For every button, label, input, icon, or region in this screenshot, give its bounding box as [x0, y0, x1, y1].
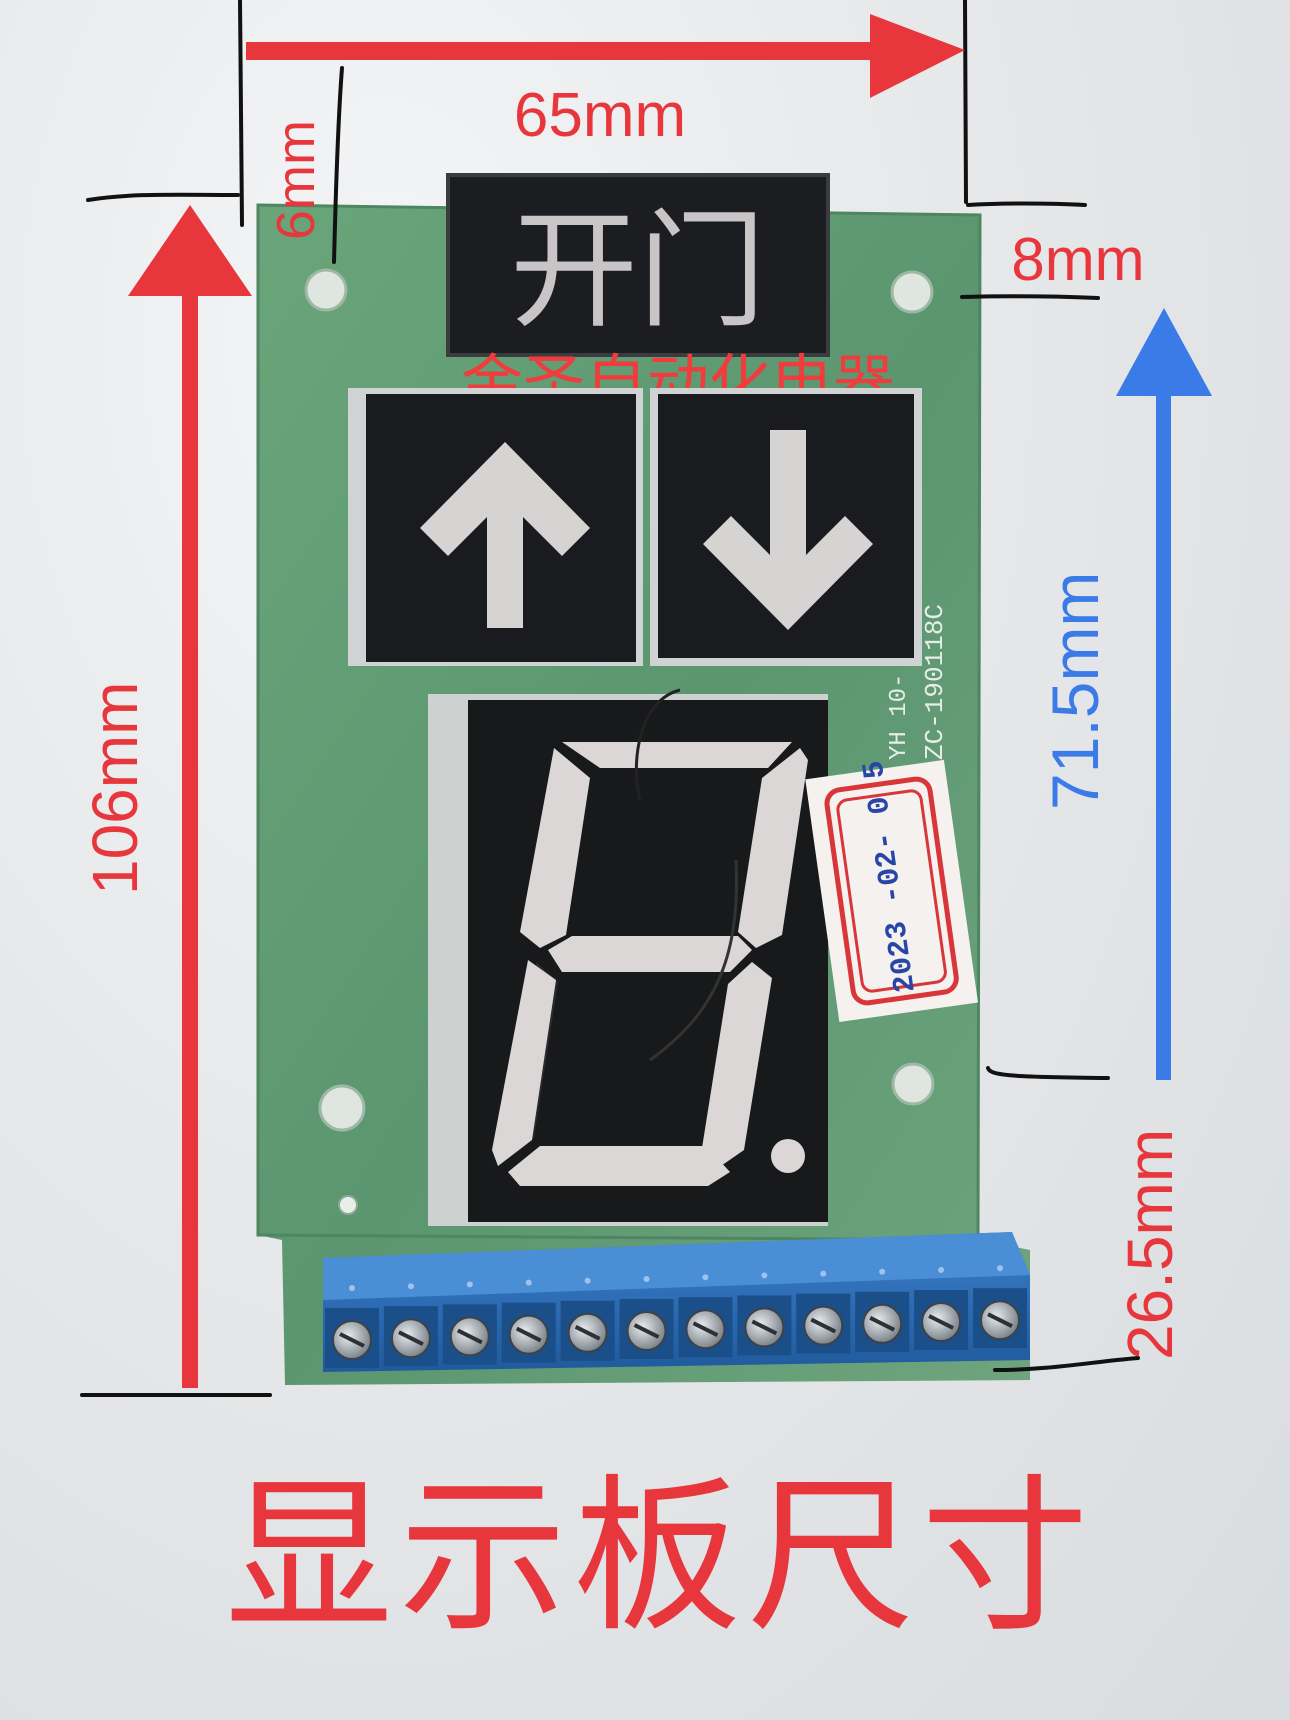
seven-segment-display — [428, 688, 828, 1226]
mounting-hole — [890, 270, 934, 314]
screw-slot-line — [751, 1319, 778, 1336]
terminal-marker — [349, 1285, 355, 1291]
segment-d — [508, 1146, 730, 1186]
up-arrow-indicator — [348, 388, 643, 666]
screw-slot-line — [456, 1328, 483, 1345]
mounting-hole — [891, 1062, 935, 1106]
up-arrow-icon — [420, 442, 590, 628]
height-dimension-arrow — [128, 205, 252, 1388]
segment-e-lit — [492, 960, 556, 1166]
segment-f — [520, 748, 590, 948]
marker-scribble — [649, 859, 738, 1062]
terminal-marker — [938, 1267, 945, 1273]
screw-slot-line — [398, 1330, 424, 1346]
terminal-marker — [584, 1277, 591, 1284]
screw-slot-line — [515, 1326, 542, 1343]
width-dimension-arrow — [246, 14, 965, 98]
segment-b — [738, 748, 808, 948]
lower-height-label: 26.5mm — [1114, 1129, 1186, 1360]
screw-slot-line — [810, 1317, 837, 1334]
right-offset-label: 8mm — [1011, 226, 1144, 293]
segment-g — [548, 936, 752, 972]
terminal-marker — [761, 1272, 768, 1279]
mounting-hole — [304, 268, 348, 312]
left-offset-label: 6mm — [266, 120, 326, 240]
screw-slot-line — [987, 1312, 1013, 1328]
silkscreen-line1: YH 10- — [886, 674, 913, 760]
silkscreen-line2: ZC-190118C — [920, 604, 950, 760]
extension-lines — [80, 0, 1140, 1397]
upper-height-arrow — [1116, 308, 1212, 1080]
terminal-marker — [643, 1276, 650, 1282]
terminal-marker — [997, 1265, 1003, 1272]
terminal-marker — [879, 1268, 886, 1275]
caption-title: 显示板尺寸 — [225, 1459, 1095, 1655]
terminal-marker — [702, 1274, 709, 1281]
screw-slot-line — [339, 1332, 365, 1348]
upper-height-label: 71.5mm — [1038, 572, 1112, 810]
terminal-block — [323, 1232, 1030, 1372]
screw-slot-line — [574, 1325, 601, 1341]
terminal-marker — [407, 1283, 414, 1290]
down-arrow-icon — [703, 430, 873, 630]
via-hole — [338, 1195, 358, 1215]
screw-slot-line — [692, 1321, 719, 1337]
marker-scribble — [634, 688, 681, 801]
mounting-hole — [318, 1084, 366, 1132]
terminal-marker — [466, 1281, 473, 1288]
open-door-label: 开门 — [510, 197, 766, 346]
width-dimension-label: 65mm — [514, 81, 686, 150]
segment-c — [702, 962, 772, 1168]
segment-a — [562, 742, 792, 768]
terminal-marker — [820, 1270, 827, 1277]
decimal-point — [771, 1139, 805, 1173]
screw-slot-line — [869, 1316, 896, 1332]
open-door-indicator: 开门 — [446, 173, 830, 357]
terminal-marker — [525, 1279, 532, 1286]
down-arrow-indicator — [650, 388, 922, 666]
screw-slot-line — [928, 1314, 954, 1330]
date-sticker: 2023 -02- 0 5 — [805, 758, 979, 1023]
screw-slot-line — [633, 1323, 660, 1339]
height-dimension-label: 106mm — [79, 682, 151, 895]
silkscreen-text: YH 10- ZC-190118C — [886, 604, 950, 760]
